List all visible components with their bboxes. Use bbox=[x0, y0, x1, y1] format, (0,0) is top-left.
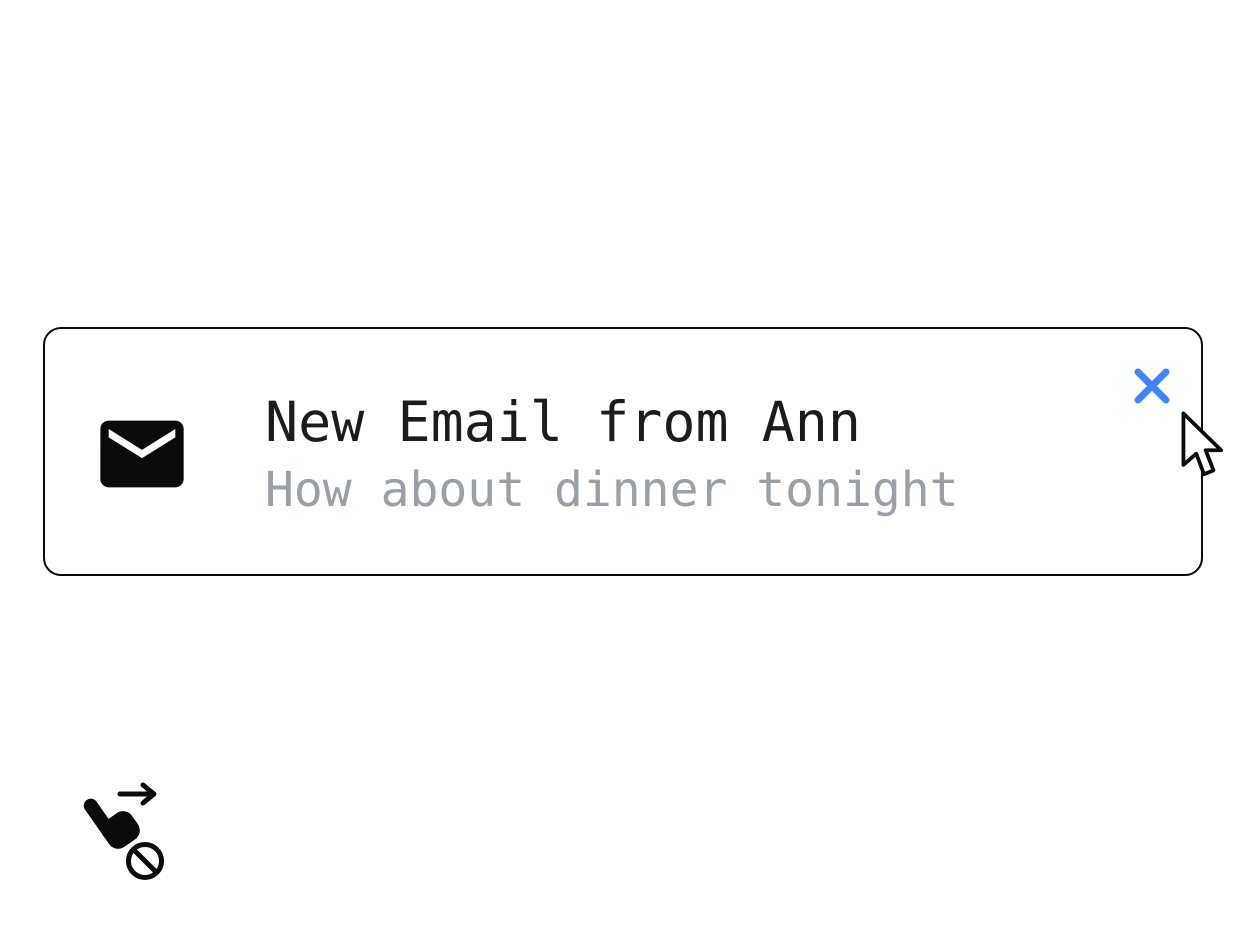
notification-title: New Email from Ann bbox=[265, 390, 862, 454]
notification-text-block: New Email from Ann How about dinner toni… bbox=[265, 390, 959, 518]
close-button[interactable] bbox=[1128, 362, 1176, 410]
pointing-hand-icon bbox=[83, 798, 140, 849]
swipe-disabled-gesture-icon bbox=[74, 778, 174, 882]
blocked-icon bbox=[124, 840, 166, 882]
notification-subtitle: How about dinner tonight bbox=[265, 462, 959, 518]
email-icon bbox=[92, 404, 192, 504]
notification-card[interactable]: New Email from Ann How about dinner toni… bbox=[43, 327, 1203, 576]
close-icon bbox=[1134, 368, 1170, 404]
